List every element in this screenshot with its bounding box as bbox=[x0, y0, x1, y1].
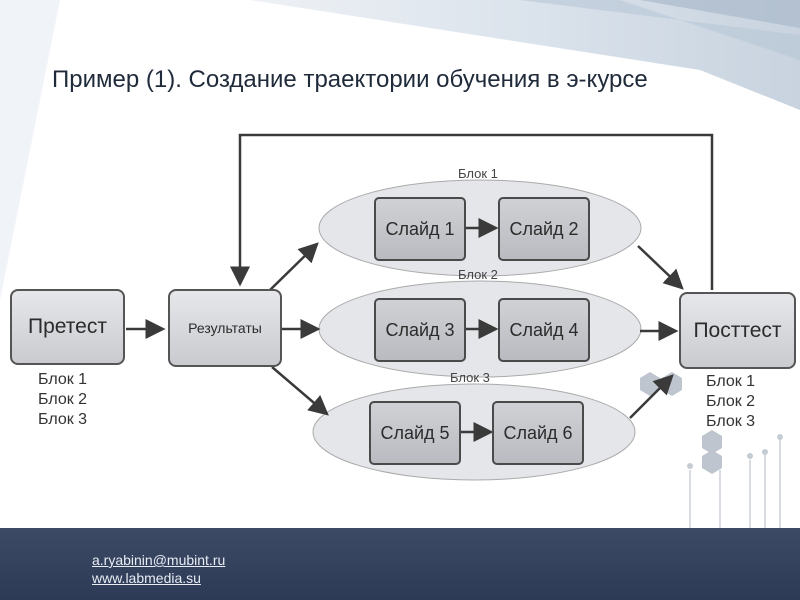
slide-2: Слайд 2 bbox=[498, 197, 590, 261]
posttest-label: Посттест bbox=[693, 318, 782, 342]
group-label-3: Блок 3 bbox=[450, 370, 490, 385]
posttest-block-item: Блок 2 bbox=[706, 393, 756, 410]
pretest-block-list: Блок 1 Блок 2 Блок 3 bbox=[38, 370, 87, 430]
slide-1: Слайд 1 bbox=[374, 197, 466, 261]
slide-label: Слайд 2 bbox=[509, 218, 579, 239]
footer-links: a.ryabinin@mubint.ru www.labmedia.su bbox=[92, 551, 225, 587]
email-link[interactable]: a.ryabinin@mubint.ru bbox=[92, 552, 226, 568]
slide-label: Слайд 4 bbox=[509, 319, 579, 340]
slide-label: Слайд 3 bbox=[385, 319, 455, 340]
group-label-2: Блок 2 bbox=[458, 267, 498, 282]
connector-arrows bbox=[126, 133, 714, 442]
pretest-block-item: Блок 1 bbox=[38, 371, 88, 388]
pretest-block-item: Блок 2 bbox=[38, 391, 88, 408]
slide-label: Слайд 6 bbox=[503, 422, 573, 443]
posttest-block-item: Блок 3 bbox=[706, 413, 756, 430]
pretest-block-item: Блок 3 bbox=[38, 411, 88, 428]
posttest-node: Посттест bbox=[679, 292, 796, 369]
results-node: Результаты bbox=[168, 289, 282, 367]
results-label: Результаты bbox=[188, 320, 262, 336]
slide-label: Слайд 1 bbox=[385, 218, 455, 239]
slide-4: Слайд 4 bbox=[498, 298, 590, 362]
website-link[interactable]: www.labmedia.su bbox=[92, 570, 201, 586]
slide-label: Слайд 5 bbox=[380, 422, 450, 443]
footer-bar bbox=[0, 528, 800, 600]
slide-5: Слайд 5 bbox=[369, 401, 461, 465]
slide-6: Слайд 6 bbox=[492, 401, 584, 465]
pretest-node: Претест bbox=[10, 289, 125, 365]
pretest-label: Претест bbox=[28, 315, 107, 338]
page-title: Пример (1). Создание траектории обучения… bbox=[52, 66, 648, 93]
posttest-block-item: Блок 1 bbox=[706, 373, 756, 390]
slide-3: Слайд 3 bbox=[374, 298, 466, 362]
group-label-1: Блок 1 bbox=[458, 166, 498, 181]
posttest-block-list: Блок 1 Блок 2 Блок 3 bbox=[706, 372, 755, 432]
